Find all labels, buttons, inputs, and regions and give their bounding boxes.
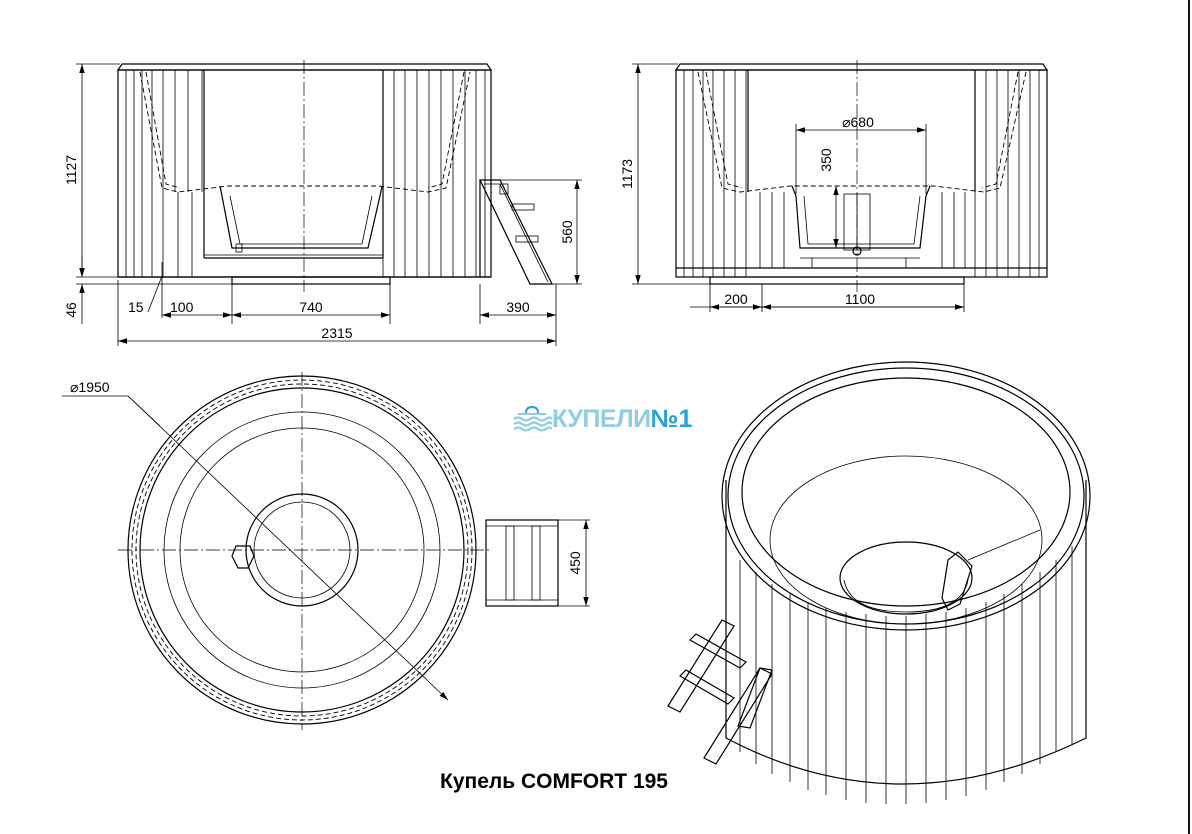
front-dimensions: 1127 46 15 100 740 390 2315 560 [63,63,582,346]
logo-number: №1 [650,404,693,433]
dim-foot-height: 46 [63,302,79,318]
side-lower-staves [759,192,966,268]
dim-diam-680: ⌀680 [842,114,874,130]
drawing-title: Купель COMFORT 195 [440,770,668,793]
dim-height-left: 1127 [63,155,79,185]
logo-text: КУПЕЛИ [552,404,651,433]
dim-offset-100: 100 [170,299,194,315]
dim-diam-1950: ⌀1950 [70,379,110,395]
isometric-view [667,361,1091,804]
dim-ladder-450: 450 [567,551,583,575]
dim-offset-200: 200 [724,291,748,307]
top-view: ⌀1950 450 [62,372,590,730]
dim-ladder-560: 560 [559,220,575,244]
waves-icon [513,405,552,432]
dim-total-2315: 2315 [321,325,352,341]
page-border [1188,0,1190,834]
side-dimensions: 1173 ⌀680 350 200 1100 [619,63,965,312]
dim-depth-350: 350 [818,148,834,172]
dim-ladder-390: 390 [506,299,530,315]
side-right-staves [974,70,1040,277]
front-view [116,60,553,292]
iso-ladder [667,619,773,765]
side-view [674,60,1049,292]
front-left-staves [125,70,203,277]
front-right-staves [382,70,486,277]
dim-base-1100: 1100 [845,291,875,307]
top-ladder [485,519,559,607]
side-left-staves [683,70,747,277]
dim-height-right: 1173 [619,159,635,189]
iso-staves [739,546,1073,804]
dim-gap-15: 15 [128,299,144,315]
dim-base-740: 740 [299,299,323,315]
